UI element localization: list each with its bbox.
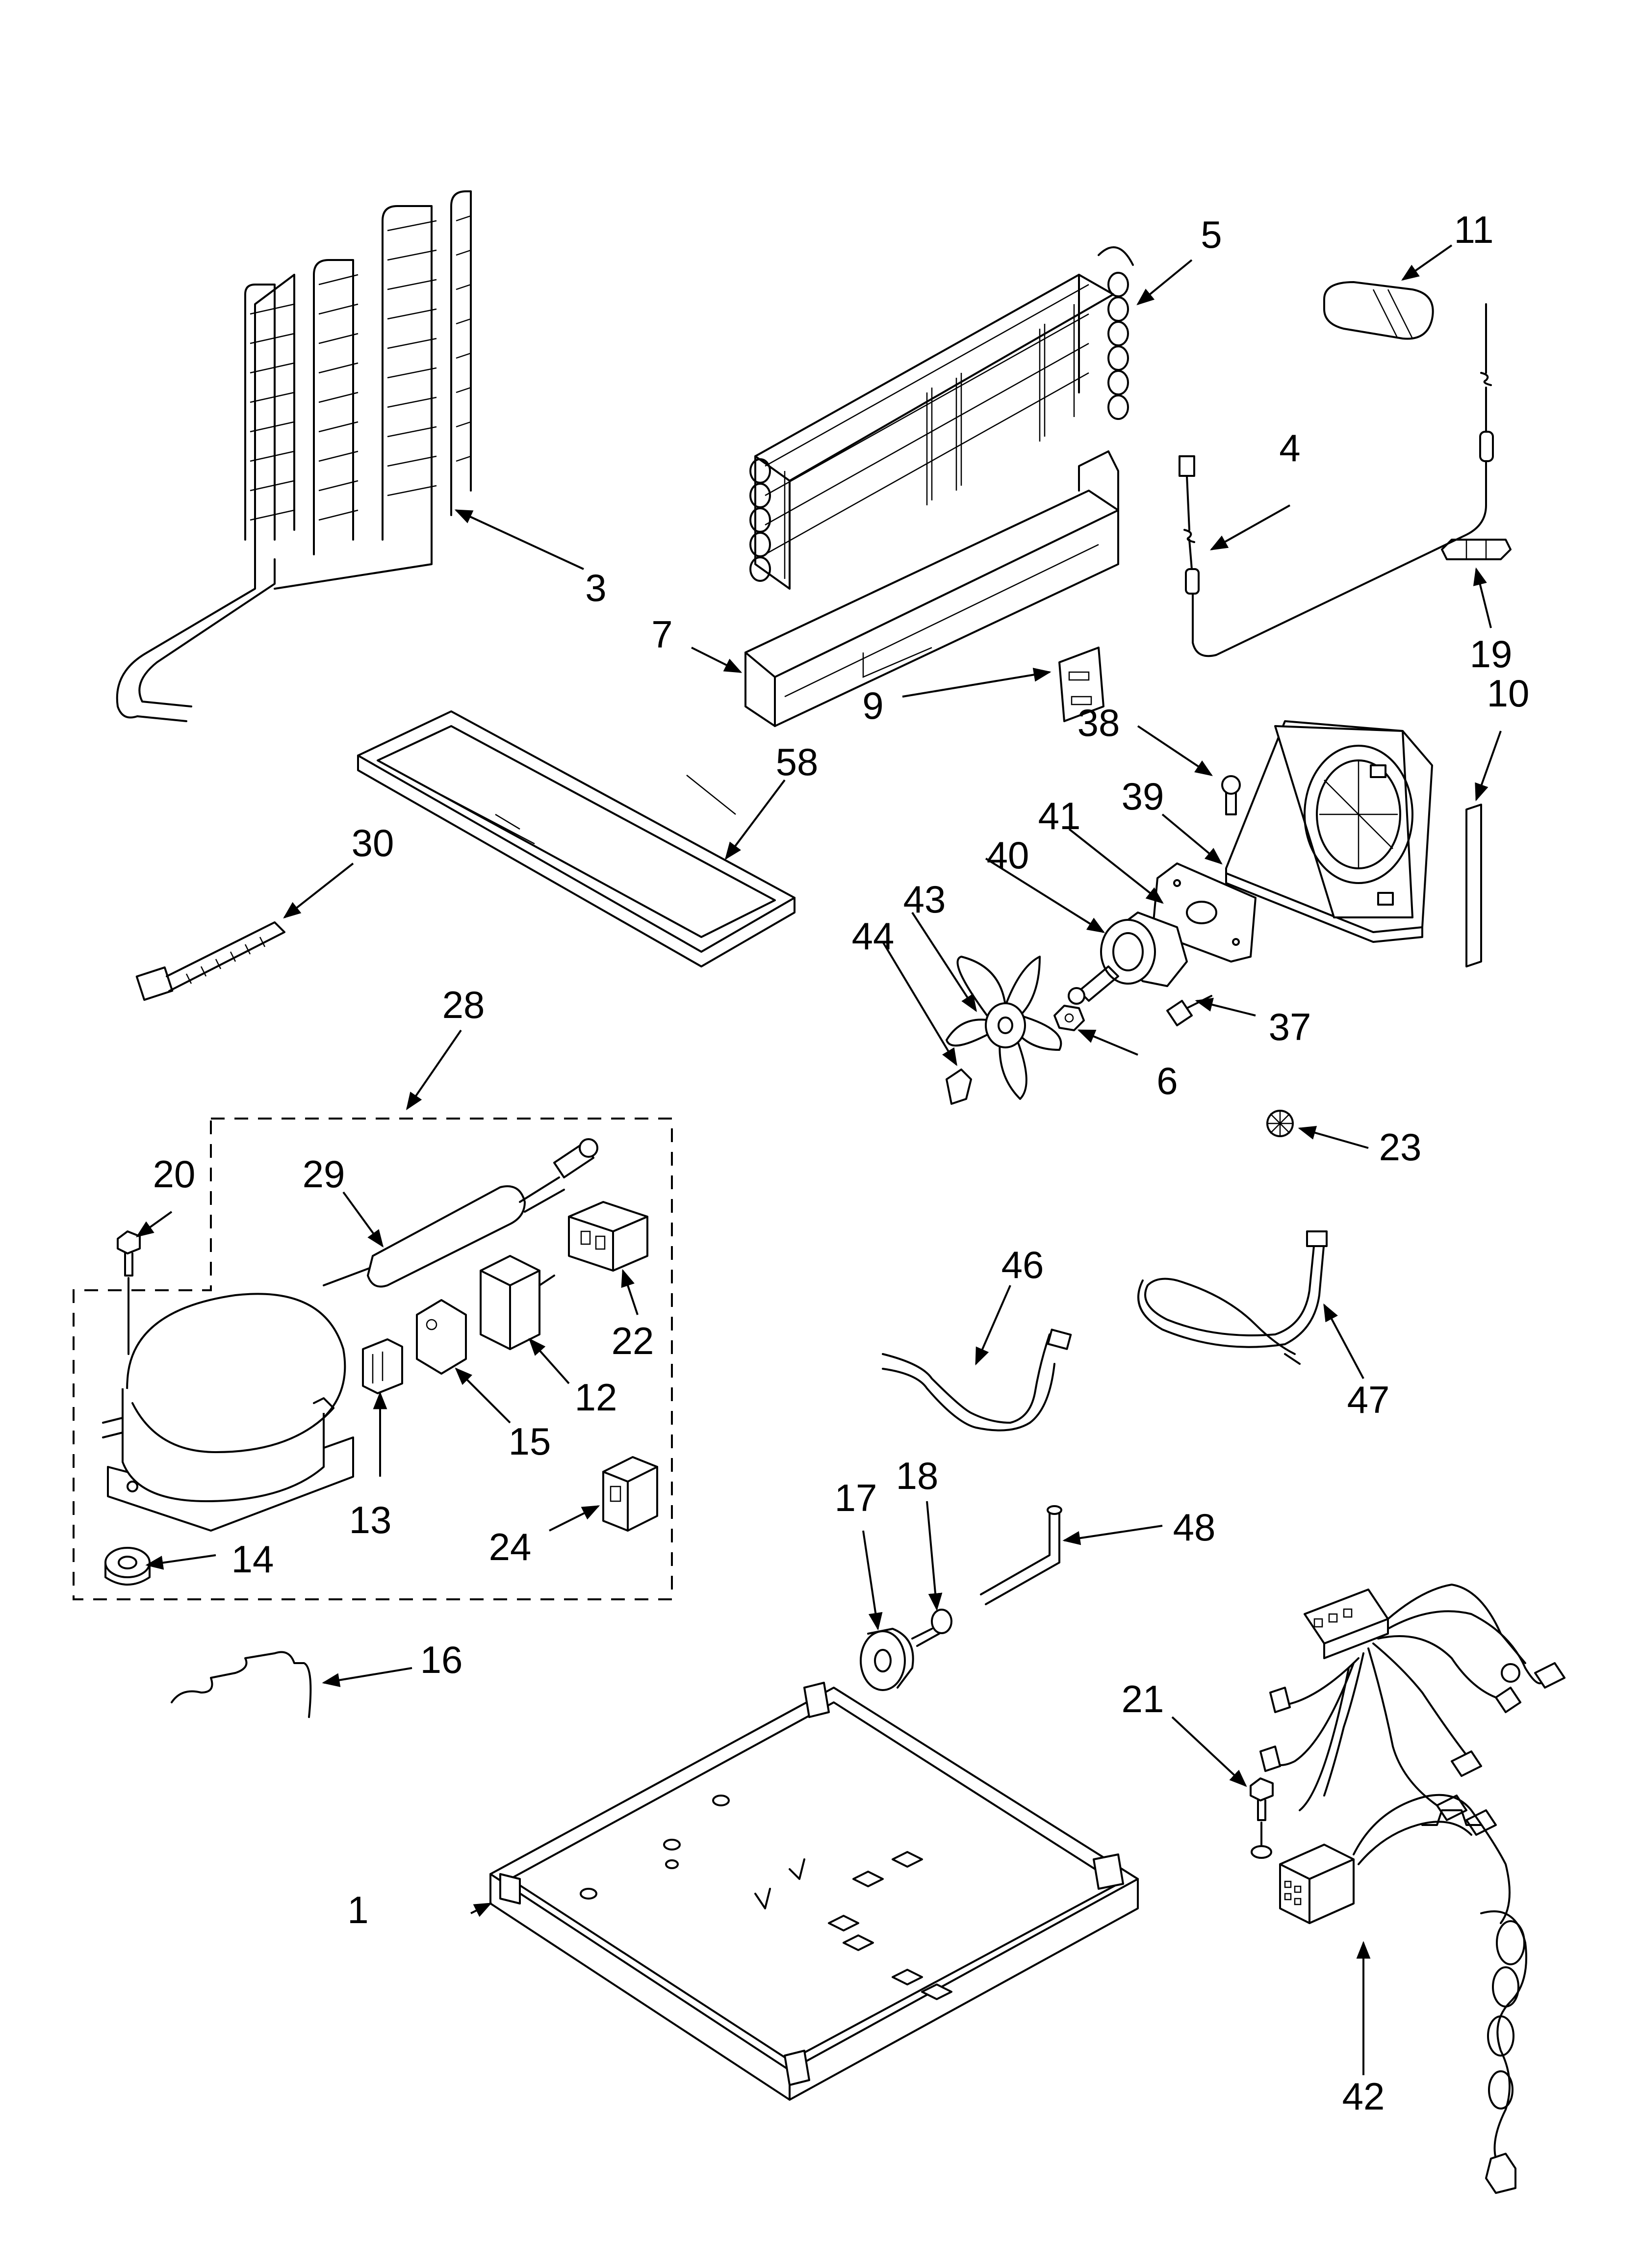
callout-10: 10 <box>1487 672 1530 715</box>
callout-24: 24 <box>489 1525 532 1568</box>
kit-outline <box>73 1118 673 1600</box>
callout-39: 39 <box>1122 775 1164 818</box>
callout-6: 6 <box>1156 1059 1178 1102</box>
wire-harness-42 <box>1259 1584 1565 2194</box>
screw-38 <box>1221 775 1241 815</box>
callout-20: 20 <box>153 1152 196 1196</box>
callout-41: 41 <box>1038 794 1081 837</box>
relay <box>480 1255 555 1350</box>
callout-43: 43 <box>903 878 946 921</box>
callout-42: 42 <box>1342 2075 1385 2118</box>
callout-11: 11 <box>1454 208 1494 251</box>
terminal-15 <box>416 1299 467 1375</box>
callout-37: 37 <box>1269 1005 1311 1048</box>
tube-47 <box>1137 1230 1328 1365</box>
callout-1: 1 <box>347 1888 368 1931</box>
fan-motor <box>1068 912 1188 1005</box>
screw-21 <box>1250 1777 1274 1859</box>
callout-5: 5 <box>1201 213 1222 256</box>
tie-strap <box>135 921 285 1001</box>
callout-58: 58 <box>776 740 819 783</box>
callout-14: 14 <box>231 1538 274 1581</box>
callout-labels: 3 4 5 6 7 9 10 11 12 13 14 15 16 17 18 1… <box>153 208 1530 2118</box>
gasket-strip <box>1465 804 1482 967</box>
roller-screw <box>911 1609 952 1647</box>
roller <box>860 1628 914 1691</box>
clip <box>1058 647 1104 722</box>
fan-blade <box>946 956 1062 1100</box>
base-frame <box>489 1682 1139 2101</box>
cap <box>1323 281 1434 340</box>
drain-pan <box>357 710 795 967</box>
leader-lines <box>136 244 1502 2075</box>
callout-21: 21 <box>1122 1677 1164 1721</box>
callout-30: 30 <box>352 821 394 864</box>
callout-12: 12 <box>575 1376 617 1419</box>
fan-shroud <box>1225 720 1433 943</box>
capacitor <box>323 1138 598 1288</box>
callout-23: 23 <box>1379 1125 1422 1169</box>
wire-harness-4 <box>1179 303 1494 657</box>
connector-13 <box>362 1338 403 1394</box>
callout-46: 46 <box>1001 1243 1044 1286</box>
callout-22: 22 <box>612 1319 654 1362</box>
callout-28: 28 <box>442 983 485 1026</box>
screw-20 <box>117 1230 141 1355</box>
callout-15: 15 <box>509 1420 551 1463</box>
callout-47: 47 <box>1347 1378 1390 1421</box>
callout-48: 48 <box>1173 1506 1216 1549</box>
callout-4: 4 <box>1279 426 1300 469</box>
evaporator <box>749 246 1134 590</box>
callout-7: 7 <box>651 613 672 656</box>
callout-16: 16 <box>420 1638 463 1681</box>
screw-37 <box>1166 995 1212 1026</box>
callout-13: 13 <box>349 1498 392 1541</box>
callout-18: 18 <box>896 1454 939 1497</box>
tube-48 <box>980 1505 1062 1605</box>
fan-clip <box>946 1069 972 1105</box>
callout-19: 19 <box>1470 632 1513 676</box>
callout-38: 38 <box>1078 701 1120 744</box>
callout-44: 44 <box>852 914 895 958</box>
plug-connector <box>568 1201 648 1272</box>
callout-29: 29 <box>303 1152 345 1196</box>
callout-40: 40 <box>987 834 1029 877</box>
callout-17: 17 <box>835 1476 877 1519</box>
wire-clip <box>1441 539 1512 560</box>
nut <box>1053 1005 1085 1031</box>
callout-3: 3 <box>585 566 606 609</box>
evaporator-tray <box>744 450 1119 727</box>
condenser-coil <box>116 190 472 722</box>
tube-46 <box>882 1329 1072 1432</box>
compressor <box>102 1293 354 1532</box>
callout-9: 9 <box>862 684 883 727</box>
wire-16 <box>171 1651 312 1718</box>
grommet-14 <box>104 1547 151 1586</box>
connector-24 <box>602 1456 658 1532</box>
grommet <box>1266 1110 1294 1137</box>
